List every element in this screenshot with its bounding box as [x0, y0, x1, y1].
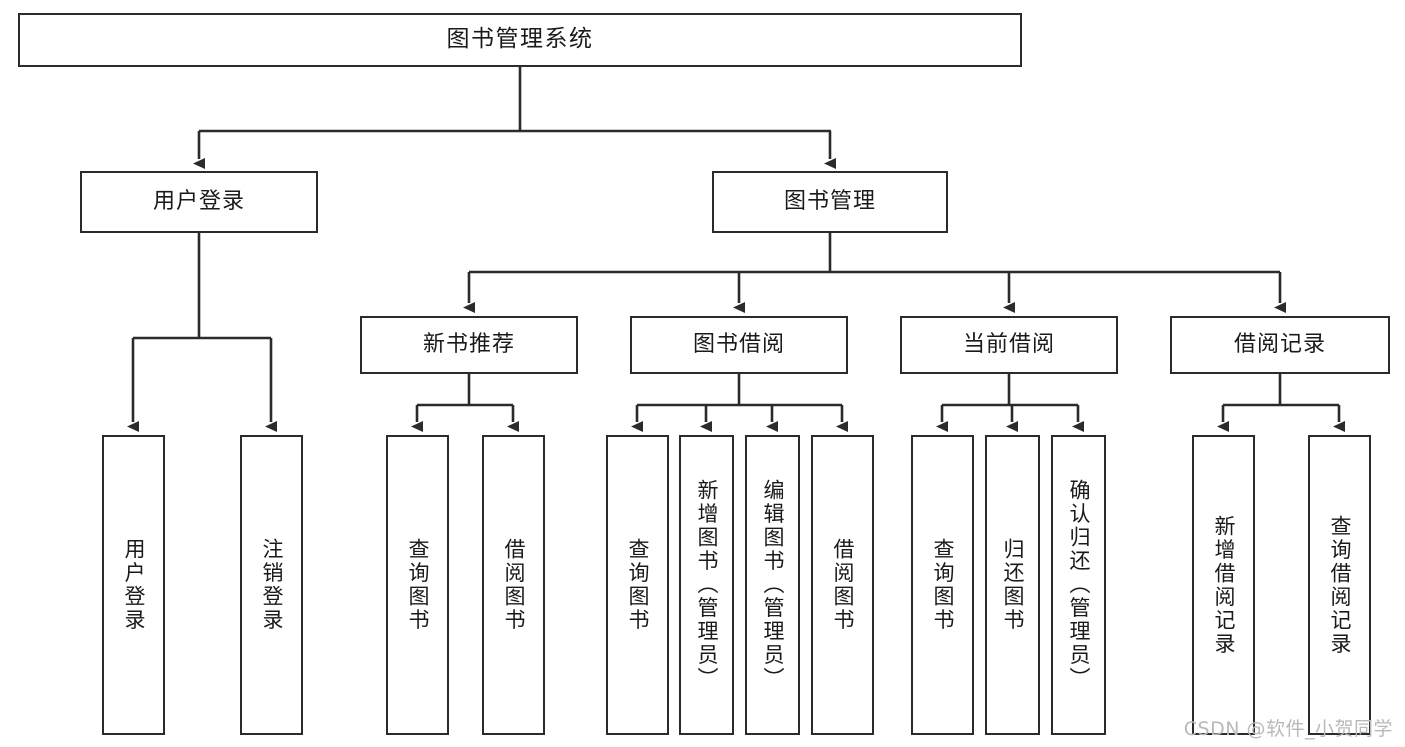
node-leaf-query-record[interactable]: 查询借阅记录: [1308, 435, 1371, 735]
node-leaf-add-record-label: 新增借阅记录: [1211, 514, 1236, 656]
node-leaf-query-book-current-label: 查询图书: [930, 538, 955, 632]
node-leaf-query-record-label: 查询借阅记录: [1327, 514, 1352, 656]
node-leaf-logout-label: 注销登录: [259, 538, 284, 632]
node-leaf-edit-book[interactable]: 编辑图书（管理员）: [745, 435, 800, 735]
node-current-borrow[interactable]: 当前借阅: [900, 316, 1118, 374]
node-leaf-add-record[interactable]: 新增借阅记录: [1192, 435, 1255, 735]
node-borrow-record-label: 借阅记录: [1233, 331, 1326, 357]
node-new-book-rec[interactable]: 新书推荐: [360, 316, 578, 374]
node-leaf-confirm-return-label: 确认归还（管理员）: [1066, 479, 1091, 691]
node-leaf-query-book-current[interactable]: 查询图书: [911, 435, 974, 735]
node-leaf-query-book-rec[interactable]: 查询图书: [386, 435, 449, 735]
node-current-borrow-label: 当前借阅: [962, 331, 1055, 357]
node-leaf-borrow-book[interactable]: 借阅图书: [811, 435, 874, 735]
node-leaf-return-book-label: 归还图书: [1000, 538, 1025, 632]
node-borrow-record[interactable]: 借阅记录: [1170, 316, 1390, 374]
node-book-manage-label: 图书管理: [783, 188, 876, 214]
node-user-login-label: 用户登录: [152, 188, 245, 214]
node-user-login[interactable]: 用户登录: [80, 171, 318, 233]
node-leaf-confirm-return[interactable]: 确认归还（管理员）: [1051, 435, 1106, 735]
node-new-book-rec-label: 新书推荐: [422, 331, 515, 357]
node-leaf-add-book[interactable]: 新增图书（管理员）: [679, 435, 734, 735]
node-leaf-query-book-borrow-label: 查询图书: [625, 538, 650, 632]
node-leaf-borrow-book-rec-label: 借阅图书: [501, 538, 526, 632]
node-leaf-borrow-book-rec[interactable]: 借阅图书: [482, 435, 545, 735]
node-leaf-edit-book-label: 编辑图书（管理员）: [760, 479, 785, 691]
node-leaf-user-login[interactable]: 用户登录: [102, 435, 165, 735]
node-root[interactable]: 图书管理系统: [18, 13, 1022, 67]
node-leaf-return-book[interactable]: 归还图书: [985, 435, 1040, 735]
node-book-manage[interactable]: 图书管理: [712, 171, 948, 233]
node-leaf-query-book-borrow[interactable]: 查询图书: [606, 435, 669, 735]
node-leaf-add-book-label: 新增图书（管理员）: [694, 479, 719, 691]
node-leaf-query-book-rec-label: 查询图书: [405, 538, 430, 632]
node-leaf-user-login-label: 用户登录: [121, 538, 146, 632]
node-book-borrow[interactable]: 图书借阅: [630, 316, 848, 374]
node-book-borrow-label: 图书借阅: [692, 331, 785, 357]
node-leaf-logout[interactable]: 注销登录: [240, 435, 303, 735]
node-root-label: 图书管理系统: [446, 26, 594, 53]
node-leaf-borrow-book-label: 借阅图书: [830, 538, 855, 632]
